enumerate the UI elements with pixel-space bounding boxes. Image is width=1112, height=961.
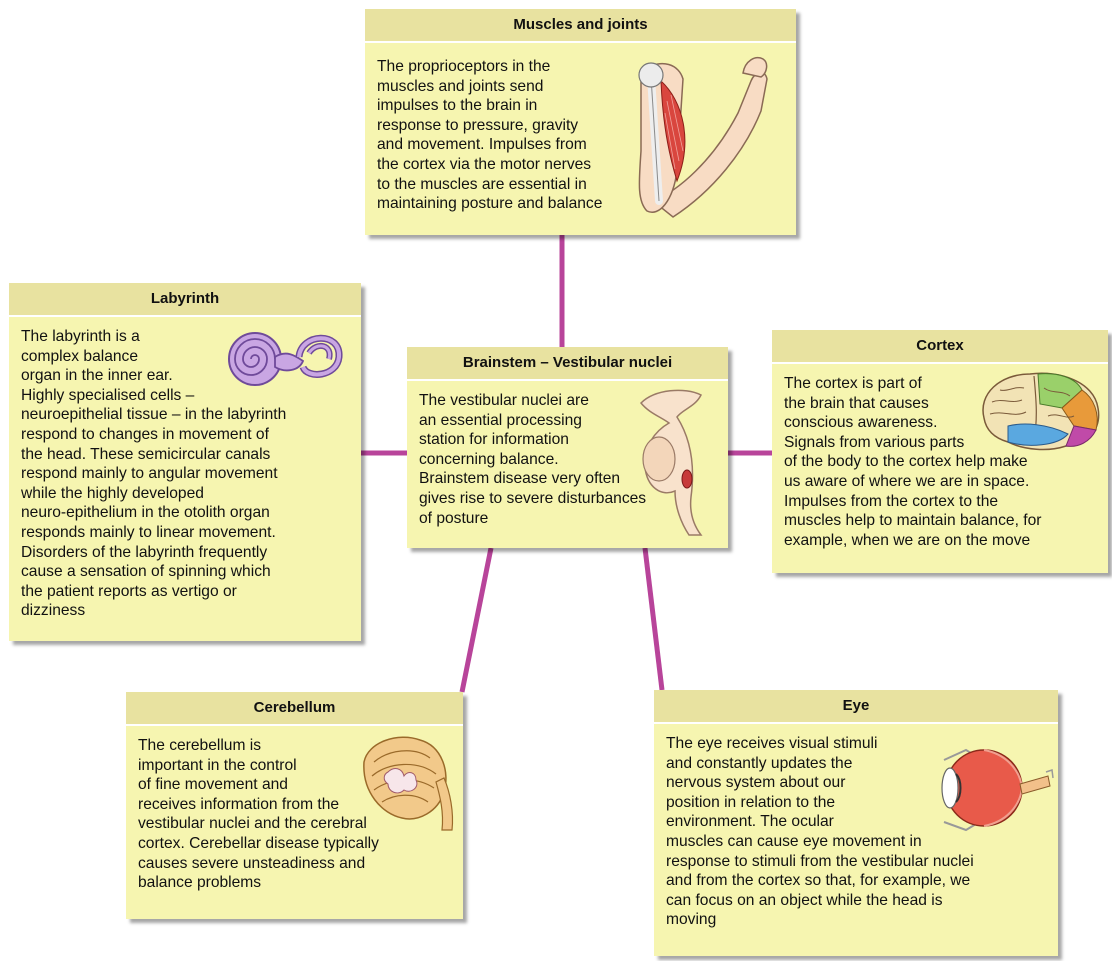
cerebellum-title: Cerebellum bbox=[126, 692, 463, 726]
muscles-joints-box: Muscles and joints The proprioceptors in… bbox=[365, 9, 796, 235]
inner-ear-icon bbox=[223, 327, 347, 391]
connector-brainstem-cerebellum bbox=[462, 548, 491, 692]
cerebellum-box: Cerebellum The cerebellum is important i… bbox=[126, 692, 463, 919]
brain-cortex-icon bbox=[978, 368, 1102, 454]
brainstem-icon bbox=[631, 387, 719, 537]
eye-body: The eye receives visual stimuli and cons… bbox=[654, 724, 1058, 940]
cerebellum-icon bbox=[358, 732, 458, 832]
labyrinth-title: Labyrinth bbox=[9, 283, 361, 317]
eye-box: Eye The eye receives visual stimuli and … bbox=[654, 690, 1058, 956]
cortex-body: The cortex is part of the brain that cau… bbox=[772, 364, 1108, 560]
brainstem-box: Brainstem – Vestibular nuclei The vestib… bbox=[407, 347, 728, 548]
brainstem-body: The vestibular nuclei are an essential p… bbox=[407, 381, 728, 538]
labyrinth-body: The labyrinth is a complex balance organ… bbox=[9, 317, 361, 631]
cortex-box: Cortex The cortex is part of the brain t… bbox=[772, 330, 1108, 573]
muscles-joints-title: Muscles and joints bbox=[365, 9, 796, 43]
brainstem-title: Brainstem – Vestibular nuclei bbox=[407, 347, 728, 381]
labyrinth-box: Labyrinth The labyrinth is a complex bal… bbox=[9, 283, 361, 641]
connector-brainstem-eye bbox=[645, 548, 662, 690]
cortex-title: Cortex bbox=[772, 330, 1108, 364]
eye-icon bbox=[936, 740, 1054, 836]
muscles-joints-body: The proprioceptors in the muscles and jo… bbox=[365, 43, 796, 214]
cerebellum-body: The cerebellum is important in the contr… bbox=[126, 726, 463, 903]
eye-title: Eye bbox=[654, 690, 1058, 724]
arm-muscle-icon bbox=[633, 51, 773, 223]
